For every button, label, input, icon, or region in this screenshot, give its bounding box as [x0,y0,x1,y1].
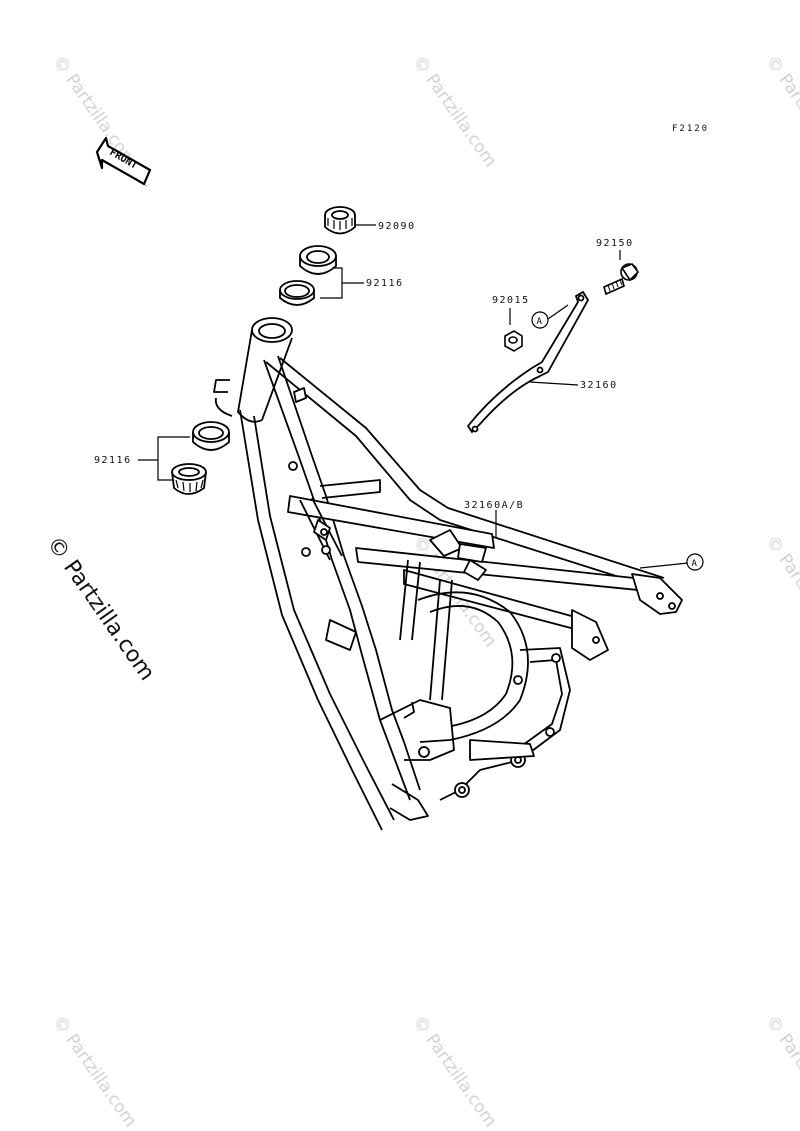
frame-drawing: FRONT A A [95,136,704,831]
frame-icon [213,317,683,831]
parts-diagram: © Partzilla.com © Partzilla.com © Partzi… [42,52,800,1131]
svg-text:A: A [537,317,543,327]
nut-icon [504,330,523,352]
bearing-race-icon [171,421,230,495]
callout-a-icon: A [531,311,549,329]
svg-text:A: A [692,559,698,569]
part-label-32160ab[interactable]: 32160A/B [464,500,525,511]
front-arrow-icon: FRONT [95,136,152,187]
bearing-race-icon [279,245,337,306]
part-label-32160[interactable]: 32160 [580,380,618,391]
part-label-92116-upper[interactable]: 92116 [366,278,404,289]
part-label-92150[interactable]: 92150 [596,238,634,249]
steering-nut-icon [324,206,356,235]
leader-lines [138,224,689,569]
bolt-icon [603,263,640,296]
part-label-92015[interactable]: 92015 [492,295,530,306]
subframe-bar-icon [466,290,590,434]
part-label-92090[interactable]: 92090 [378,221,416,232]
part-label-92116-lower[interactable]: 92116 [94,455,132,466]
callout-a-icon: A [686,553,704,571]
figure-code: F2120 [672,124,710,134]
